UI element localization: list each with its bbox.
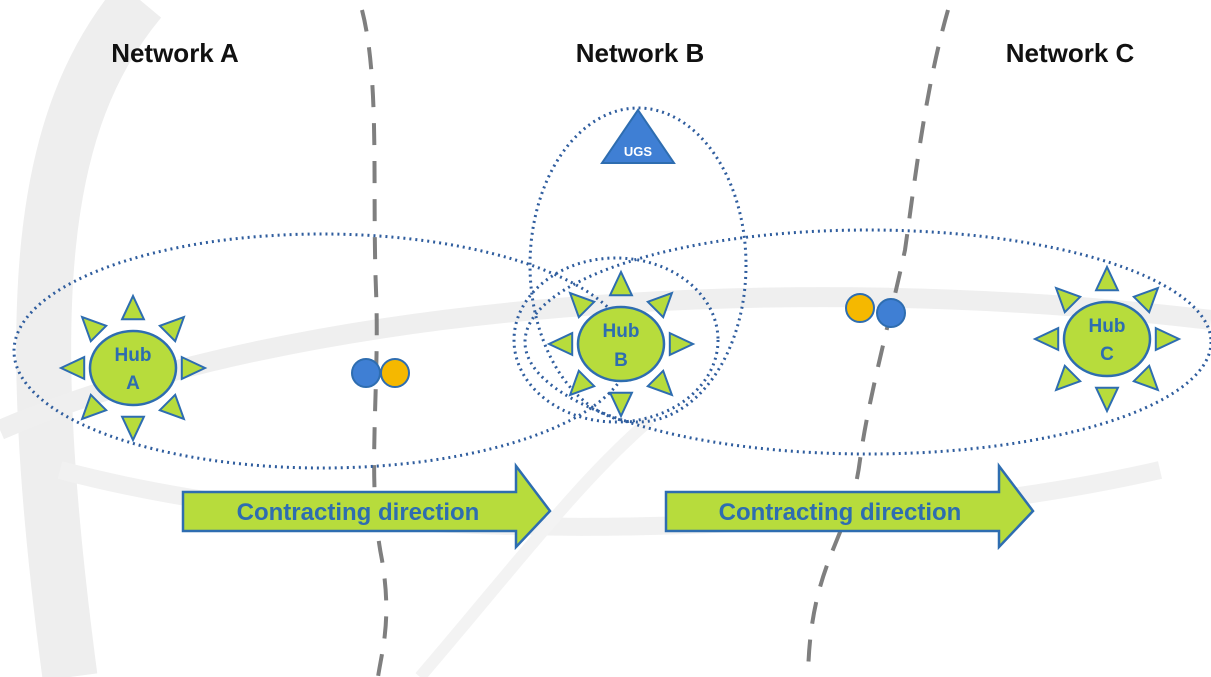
- network-b-title: Network B: [576, 38, 705, 68]
- hub-ray: [157, 315, 186, 344]
- hub-ray: [608, 391, 634, 419]
- hub-ray: [1054, 286, 1083, 315]
- hub-c-icon: Hub C: [1032, 264, 1182, 414]
- interconnection-point-ab: [351, 358, 410, 388]
- border-line-ab: [360, 9, 389, 677]
- hub-ray: [120, 415, 146, 443]
- blue-dot: [351, 358, 381, 388]
- hub-c-label-line1: Hub: [1089, 316, 1126, 337]
- hub-ray: [1131, 286, 1160, 315]
- hub-ray: [80, 315, 109, 344]
- ugs-storage-icon: UGS: [600, 108, 676, 164]
- contracting-direction-arrow-1: Contracting direction: [181, 462, 552, 551]
- hub-ray: [608, 269, 634, 297]
- hub-c-label-line2: C: [1100, 344, 1114, 365]
- network-c-title: Network C: [1006, 38, 1135, 68]
- ugs-label: UGS: [624, 144, 653, 159]
- contracting-direction-label-2: Contracting direction: [719, 499, 962, 526]
- interconnection-point-bc: [845, 293, 906, 328]
- hub-ray: [180, 355, 208, 381]
- contracting-direction-label-1: Contracting direction: [237, 499, 480, 526]
- network-c-ellipse: [523, 228, 1211, 456]
- hub-b-label-line1: Hub: [603, 321, 640, 342]
- contracting-direction-arrow-2: Contracting direction: [664, 462, 1035, 551]
- border-line-bc: [806, 9, 950, 677]
- hub-ray: [645, 291, 674, 320]
- orange-dot: [845, 293, 875, 323]
- orange-dot: [380, 358, 410, 388]
- hub-a-icon: Hub A: [58, 293, 208, 443]
- hub-b-icon: Hub B: [546, 269, 696, 419]
- hub-ray: [1131, 363, 1160, 392]
- hub-ray: [568, 291, 597, 320]
- hub-ray: [1094, 264, 1120, 292]
- hub-ray: [1094, 386, 1120, 414]
- blue-dot: [876, 298, 906, 328]
- network-b-ellipse: [512, 256, 720, 424]
- hub-b-label-line2: B: [614, 350, 628, 371]
- hub-ray: [1154, 326, 1182, 352]
- hub-ray: [157, 392, 186, 421]
- hub-ray: [1032, 326, 1060, 352]
- hub-ray: [668, 331, 696, 357]
- hub-ray: [58, 355, 86, 381]
- ugs-ellipse: [528, 106, 748, 424]
- hub-ray: [546, 331, 574, 357]
- hub-a-label-line2: A: [126, 373, 140, 394]
- hub-ray: [645, 368, 674, 397]
- network-a-title: Network A: [111, 38, 239, 68]
- hub-ray: [80, 392, 109, 421]
- hub-a-label-line1: Hub: [115, 345, 152, 366]
- hub-ray: [120, 293, 146, 321]
- hub-ray: [1054, 363, 1083, 392]
- hub-ray: [568, 368, 597, 397]
